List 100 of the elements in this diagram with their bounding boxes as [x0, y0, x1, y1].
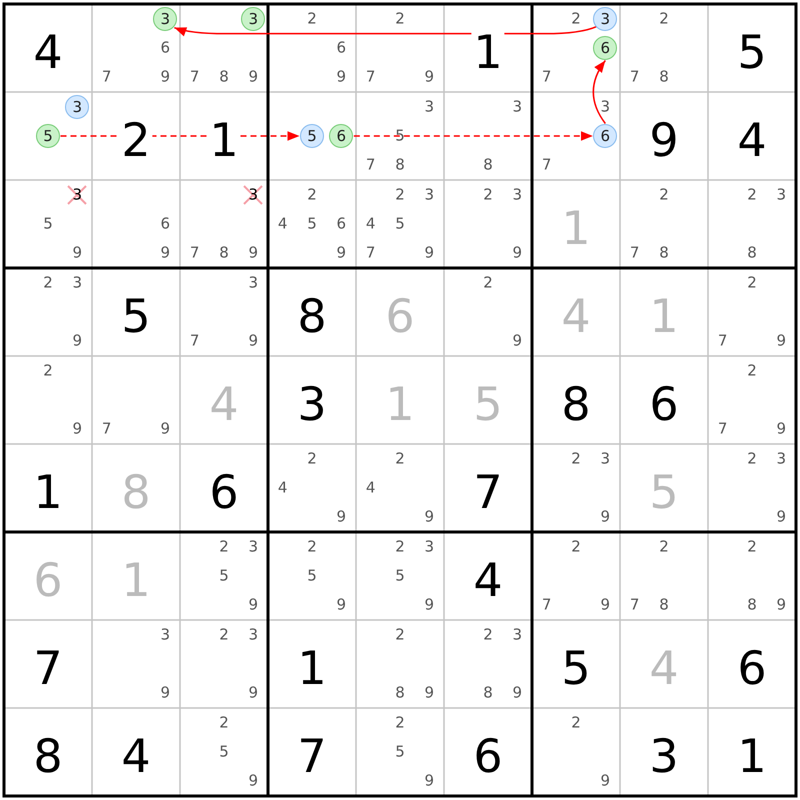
candidate-digit: 2 [307, 187, 317, 202]
solved-digit: 6 [385, 293, 415, 339]
candidate-digit: 9 [248, 774, 258, 789]
candidate-digit: 2 [659, 539, 669, 554]
solved-digit: 8 [121, 469, 151, 515]
candidate-digit: 2 [747, 451, 757, 466]
candidate-digit: 2 [395, 627, 405, 642]
candidate-digit: 3 [424, 187, 434, 202]
solved-digit: 4 [209, 381, 239, 427]
candidate-digit: 6 [336, 216, 346, 232]
candidate-digit: 2 [43, 363, 53, 378]
candidate-digit: 5 [219, 568, 229, 584]
candidate-digit: 4 [366, 216, 376, 232]
candidate-digit: 9 [424, 70, 434, 85]
solved-digit: 5 [649, 469, 679, 515]
solved-digit: 5 [473, 381, 503, 427]
candidate-digit: 9 [424, 598, 434, 613]
candidate-digit: 4 [366, 480, 376, 496]
candidate-digit: 8 [659, 246, 669, 261]
candidate-digit: 2 [219, 715, 229, 730]
candidate-digit: 9 [72, 422, 82, 437]
candidate-digit: 9 [512, 246, 522, 261]
highlighted-candidate: 5 [36, 124, 60, 148]
candidate-digit: 9 [600, 774, 610, 789]
candidate-digit: 7 [102, 70, 112, 85]
candidate-digit: 8 [747, 246, 757, 261]
candidate-digit: 6 [336, 40, 346, 56]
candidate-digit: 2 [483, 187, 493, 202]
candidate-digit: 7 [366, 70, 376, 85]
candidate-digit: 7 [102, 422, 112, 437]
candidate-digit: 3 [512, 627, 522, 642]
candidate-digit: 9 [600, 510, 610, 525]
candidate-digit: 9 [248, 246, 258, 261]
arrow [354, 131, 593, 141]
arrow [174, 26, 597, 36]
candidate-digit: 8 [395, 686, 405, 701]
candidate-digit: 6 [160, 216, 170, 232]
candidate-digit: 9 [160, 246, 170, 261]
candidate-digit: 9 [160, 686, 170, 701]
highlighted-candidate: 3 [593, 6, 618, 31]
eliminated-candidate: 3 [72, 187, 82, 202]
candidate-digit: 7 [718, 422, 728, 437]
candidate-digit: 7 [190, 334, 200, 349]
candidate-digit: 9 [72, 334, 82, 349]
candidate-digit: 2 [483, 627, 493, 642]
candidate-digit: 9 [72, 246, 82, 261]
candidate-digit: 8 [659, 70, 669, 85]
solved-digit: 4 [561, 293, 591, 339]
candidate-digit: 2 [395, 539, 405, 554]
highlighted-candidate: 6 [593, 124, 618, 148]
candidate-digit: 3 [512, 99, 522, 114]
candidate-digit: 3 [248, 275, 258, 290]
candidate-digit: 2 [747, 363, 757, 378]
candidate-digit: 7 [542, 598, 552, 613]
solved-digit: 4 [649, 645, 679, 691]
candidate-digit: 6 [160, 40, 170, 56]
candidate-digit: 9 [336, 510, 346, 525]
candidate-digit: 7 [542, 70, 552, 85]
candidate-digit: 5 [307, 216, 317, 232]
candidate-digit: 4 [278, 216, 288, 232]
candidate-digit: 7 [190, 246, 200, 261]
candidate-digit: 9 [336, 598, 346, 613]
candidate-digit: 7 [542, 158, 552, 173]
candidate-digit: 9 [248, 686, 258, 701]
candidate-digit: 5 [395, 568, 405, 584]
solved-digit: 1 [561, 205, 591, 251]
candidate-digit: 9 [336, 70, 346, 85]
candidate-digit: 9 [424, 246, 434, 261]
candidate-digit: 9 [160, 70, 170, 85]
candidate-digit: 3 [424, 539, 434, 554]
candidate-digit: 2 [747, 275, 757, 290]
candidate-digit: 9 [424, 510, 434, 525]
candidate-digit: 5 [219, 744, 229, 760]
highlighted-candidate: 6 [329, 124, 354, 148]
candidate-digit: 9 [248, 334, 258, 349]
candidate-digit: 8 [483, 686, 493, 701]
candidate-digit: 2 [395, 451, 405, 466]
candidate-digit: 2 [307, 451, 317, 466]
candidate-digit: 9 [424, 774, 434, 789]
candidate-digit: 8 [483, 158, 493, 173]
candidate-digit: 8 [219, 70, 229, 85]
candidate-digit: 2 [307, 539, 317, 554]
candidate-digit: 2 [43, 275, 53, 290]
candidate-digit: 7 [630, 246, 640, 261]
candidate-digit: 7 [190, 70, 200, 85]
candidate-digit: 2 [395, 715, 405, 730]
candidate-digit: 7 [366, 158, 376, 173]
candidate-digit: 9 [512, 686, 522, 701]
eliminated-candidate: 3 [248, 187, 258, 202]
candidate-digit: 8 [747, 598, 757, 613]
arrow [592, 60, 606, 124]
candidate-digit: 5 [395, 128, 405, 144]
candidate-digit: 9 [776, 422, 786, 437]
candidate-digit: 9 [776, 334, 786, 349]
candidate-digit: 9 [776, 598, 786, 613]
candidate-digit: 8 [659, 598, 669, 613]
candidate-digit: 3 [424, 99, 434, 114]
candidate-digit: 9 [600, 598, 610, 613]
candidate-digit: 4 [278, 480, 288, 496]
candidate-digit: 5 [307, 568, 317, 584]
